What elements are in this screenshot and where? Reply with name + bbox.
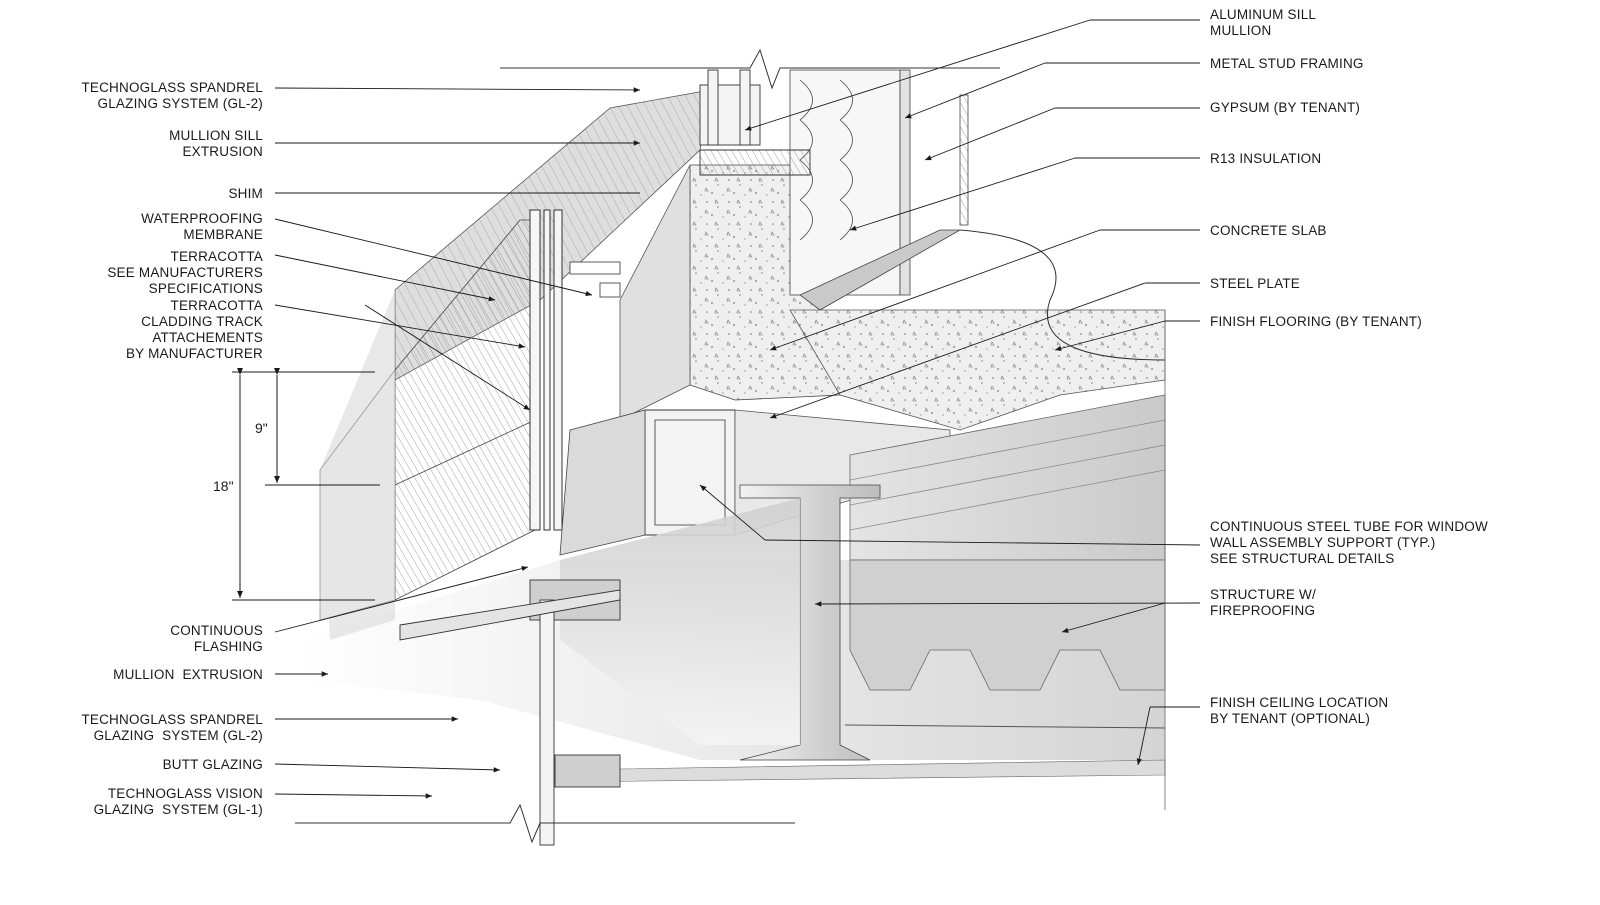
label-line: STEEL PLATE xyxy=(1210,276,1300,291)
label-finish-ceiling: FINISH CEILING LOCATION BY TENANT (OPTIO… xyxy=(1210,695,1388,727)
dimension-18-inch: 18" xyxy=(213,478,234,494)
label-line: ALUMINUM SILL xyxy=(1210,7,1317,22)
label-r13-insulation: R13 INSULATION xyxy=(1210,151,1321,167)
sill-mullion xyxy=(699,69,811,176)
label-line: SEE STRUCTURAL DETAILS xyxy=(1210,551,1395,566)
drawing xyxy=(295,48,1166,846)
label-line: MULLION xyxy=(1210,23,1272,38)
label-line: FINISH FLOORING (BY TENANT) xyxy=(1210,314,1422,329)
label-line: EXTRUSION xyxy=(182,144,263,159)
label-line: METAL STUD FRAMING xyxy=(1210,56,1364,71)
label-line: MULLION SILL xyxy=(169,128,263,143)
label-line: STRUCTURE W/ xyxy=(1210,587,1316,602)
label-line: WALL ASSEMBLY SUPPORT (TYP.) xyxy=(1210,535,1436,550)
label-line: FIREPROOFING xyxy=(1210,603,1316,618)
label-terracotta: TERRACOTTA SEE MANUFACTURERS SPECIFICATI… xyxy=(107,249,263,297)
label-line: BUTT GLAZING xyxy=(162,757,263,772)
finish-ceiling xyxy=(559,759,1166,783)
label-line: BY MANUFACTURER xyxy=(125,346,263,361)
label-concrete-slab: CONCRETE SLAB xyxy=(1210,223,1327,239)
label-butt-glazing: BUTT GLAZING xyxy=(163,757,263,773)
label-line: CLADDING TRACK xyxy=(141,314,263,329)
label-line: ATTACHEMENTS xyxy=(152,330,263,345)
label-line: TECHNOGLASS SPANDREL xyxy=(81,80,263,95)
label-line: MEMBRANE xyxy=(183,227,263,242)
lower-mullion xyxy=(399,579,621,846)
finish-flooring xyxy=(959,229,1166,361)
label-line: GLAZING SYSTEM (GL-1) xyxy=(93,802,263,817)
label-line: SPECIFICATIONS xyxy=(148,281,263,296)
cladding-track xyxy=(529,209,563,531)
label-vision-gl1: TECHNOGLASS VISION GLAZING SYSTEM (GL-1) xyxy=(94,786,263,818)
label-line: CONTINUOUS STEEL TUBE FOR WINDOW xyxy=(1210,519,1488,534)
label-line: R13 INSULATION xyxy=(1210,151,1322,166)
label-steel-plate: STEEL PLATE xyxy=(1210,276,1300,292)
dimension-9-inch: 9" xyxy=(255,420,268,436)
label-continuous-flashing: CONTINUOUS FLASHING xyxy=(170,623,263,655)
steel-beam xyxy=(739,484,881,761)
label-waterproofing-membrane: WATERPROOFING MEMBRANE xyxy=(141,211,263,243)
label-continuous-steel-tube: CONTINUOUS STEEL TUBE FOR WINDOW WALL AS… xyxy=(1210,519,1488,567)
label-spandrel-gl2-bottom: TECHNOGLASS SPANDREL GLAZING SYSTEM (GL-… xyxy=(81,712,263,744)
label-line: BY TENANT (OPTIONAL) xyxy=(1210,711,1371,726)
label-line: TERRACOTTA xyxy=(170,249,263,264)
label-shim: SHIM xyxy=(228,186,263,202)
label-line: GYPSUM (BY TENANT) xyxy=(1210,100,1361,115)
label-line: FINISH CEILING LOCATION xyxy=(1210,695,1389,710)
label-mullion-sill-extrusion: MULLION SILL EXTRUSION xyxy=(169,128,263,160)
leader-lines xyxy=(274,19,1201,799)
label-line: WATERPROOFING xyxy=(141,211,263,226)
label-terracotta-cladding-track: TERRACOTTA CLADDING TRACK ATTACHEMENTS B… xyxy=(126,298,263,362)
label-line: SHIM xyxy=(228,186,263,201)
steel-deck xyxy=(849,394,1166,561)
label-structure-fireproofing: STRUCTURE W/ FIREPROOFING xyxy=(1210,587,1316,619)
label-aluminum-sill-mullion: ALUMINUM SILL MULLION xyxy=(1210,7,1316,39)
label-spandrel-gl2-top: TECHNOGLASS SPANDREL GLAZING SYSTEM (GL-… xyxy=(81,80,263,112)
label-line: TECHNOGLASS VISION xyxy=(107,786,263,801)
label-line: CONCRETE SLAB xyxy=(1210,223,1327,238)
label-mullion-extrusion: MULLION EXTRUSION xyxy=(113,667,263,683)
label-finish-flooring: FINISH FLOORING (BY TENANT) xyxy=(1210,314,1422,330)
label-line: CONTINUOUS xyxy=(170,623,263,638)
label-line: TERRACOTTA xyxy=(170,298,263,313)
label-line: GLAZING SYSTEM (GL-2) xyxy=(93,728,263,743)
label-line: GLAZING SYSTEM (GL-2) xyxy=(97,96,263,111)
steel-tube xyxy=(644,409,736,536)
dimension-lines xyxy=(232,368,380,601)
label-line: FLASHING xyxy=(193,639,263,654)
wall-assembly xyxy=(789,69,969,311)
label-metal-stud-framing: METAL STUD FRAMING xyxy=(1210,56,1364,72)
label-gypsum: GYPSUM (BY TENANT) xyxy=(1210,100,1360,116)
label-line: TECHNOGLASS SPANDREL xyxy=(81,712,263,727)
label-line: SEE MANUFACTURERS xyxy=(107,265,263,280)
label-line: MULLION EXTRUSION xyxy=(113,667,263,682)
fireproofing-profile xyxy=(849,559,1166,691)
